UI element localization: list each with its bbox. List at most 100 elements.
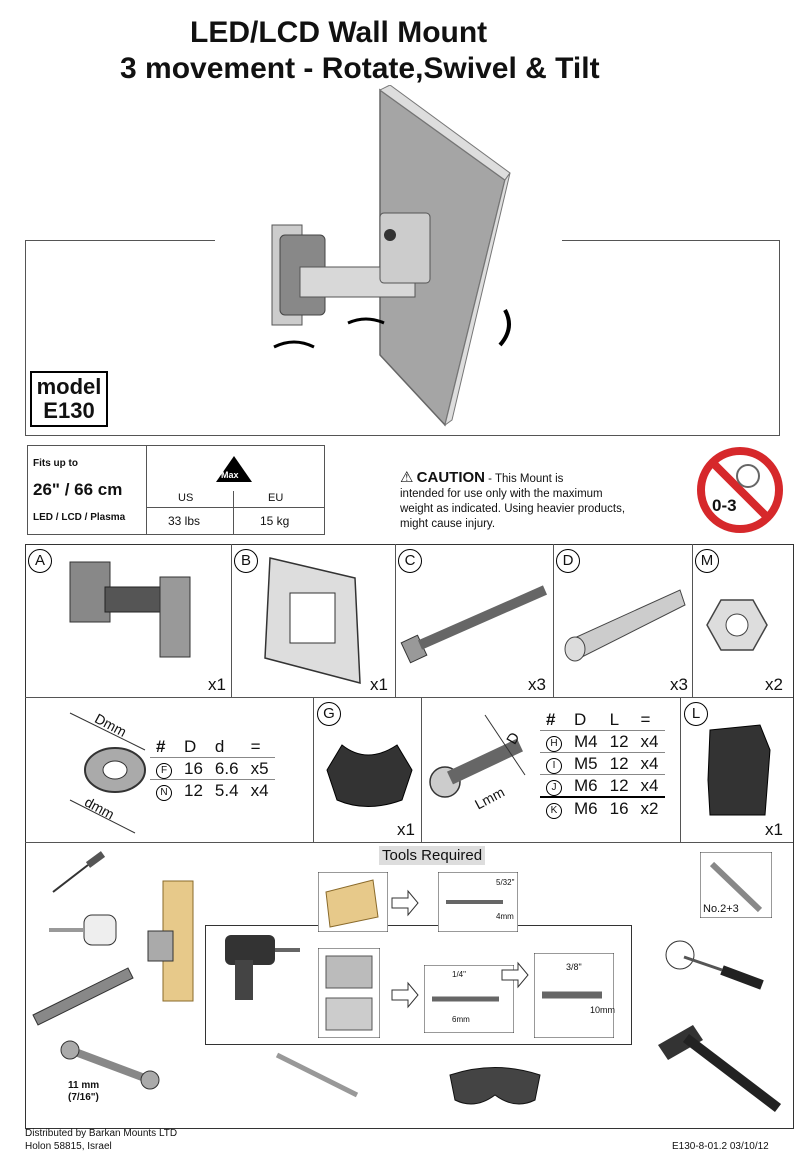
table-row: J M6 12 x4 xyxy=(540,774,665,798)
div-cd xyxy=(553,544,554,697)
fits-label: Fits up to xyxy=(33,458,78,469)
screw-cell: 16 xyxy=(609,798,629,818)
table-row: K M6 16 x2 xyxy=(540,797,665,819)
caution-text-2: intended for use only with the maximum w… xyxy=(400,488,626,530)
screw-cell: x2 xyxy=(640,798,659,818)
screwdriver-tip-inset xyxy=(700,852,772,918)
concrete-blocks-icon xyxy=(318,948,380,1038)
washer-cell: 6.6 xyxy=(214,758,239,778)
part-b-qty: x1 xyxy=(370,675,388,694)
row1-bottom xyxy=(25,697,793,698)
awl-icon xyxy=(52,851,106,893)
screw-header-L: L xyxy=(609,710,620,729)
washer-diagram xyxy=(69,712,146,834)
drill-bit-concrete-small xyxy=(424,965,514,1033)
parts-grid xyxy=(25,544,794,1129)
spec-row-line xyxy=(146,507,324,508)
age-label: 0-3 xyxy=(712,496,737,515)
hero-line-left xyxy=(25,240,215,241)
caution-heading: CAUTION xyxy=(416,469,485,486)
spec-table: Fits up to 26" / 66 cm LED / LCD / Plasm… xyxy=(27,445,325,535)
bit1-size-a: 5/32" xyxy=(496,878,515,887)
screw-row-id: J xyxy=(546,780,562,796)
wood-stud-icon xyxy=(147,880,194,1002)
hero-line-right xyxy=(562,240,780,241)
washer-table: # D d = F 16 6.6 x5 N 12 5.4 x4 xyxy=(150,737,275,801)
part-a-qty: x1 xyxy=(208,675,226,694)
eu-value: 15 kg xyxy=(260,514,290,528)
div-ab xyxy=(231,544,232,697)
screwdriver-size: No.2+3 xyxy=(703,903,739,915)
part-l-qty: x1 xyxy=(765,820,783,839)
screw-cell: M6 xyxy=(574,798,598,818)
table-row: I M5 12 x4 xyxy=(540,752,665,775)
screw-cell: x4 xyxy=(640,753,659,773)
screw-cell: M6 xyxy=(574,775,598,795)
types-value: LED / LCD / Plasma xyxy=(33,512,126,523)
drill-icon xyxy=(225,935,300,1000)
washer-row-id: F xyxy=(156,763,172,779)
div-g-screws xyxy=(421,697,422,842)
bit3-size-b: 10mm xyxy=(590,1005,616,1015)
weight-icon xyxy=(216,456,252,482)
part-g-clip xyxy=(326,744,413,807)
div-washer-g xyxy=(313,697,314,842)
weight-badge: Max xyxy=(221,470,239,480)
no-children-icon xyxy=(697,447,783,533)
screw-row-id: K xyxy=(546,803,562,819)
div-bc xyxy=(395,544,396,697)
bit2-size-a: 1/4" xyxy=(452,970,466,979)
part-a-letter: A xyxy=(28,549,52,573)
bit3-size-a: 3/8" xyxy=(566,962,582,972)
model-label: model xyxy=(36,374,102,399)
arrow-right-icon xyxy=(391,889,419,917)
spec-divider xyxy=(146,446,147,534)
drill-bit-wood xyxy=(438,872,518,932)
screw-header-qty: = xyxy=(640,710,651,729)
part-d-qty: x3 xyxy=(670,675,688,694)
caution-text-1: - This Mount is xyxy=(484,473,564,485)
wood-board-icon xyxy=(318,872,388,932)
safety-goggles-icon xyxy=(449,1067,541,1105)
bit2-size-b: 6mm xyxy=(452,1015,470,1024)
screw-row-id: I xyxy=(546,758,562,774)
hammer-icon xyxy=(658,1025,782,1112)
screw-diagram xyxy=(429,714,526,798)
part-c-lag-screw xyxy=(400,585,548,664)
size-value: 26" / 66 cm xyxy=(33,480,123,499)
hero-line-left-vert xyxy=(25,240,26,435)
screw-cell: 12 xyxy=(609,731,629,751)
bit1-size-b: 4mm xyxy=(496,912,514,921)
washer-cell: 16 xyxy=(184,758,203,778)
part-m-nut xyxy=(706,599,768,651)
drill-bit-concrete-large xyxy=(534,953,614,1038)
tools-title: Tools Required xyxy=(379,846,486,865)
eu-label: EU xyxy=(268,492,284,504)
washer-cell: x4 xyxy=(250,780,269,800)
washer-header-hash: # xyxy=(156,737,166,756)
screw-table: # D L = H M4 12 x4 I M5 12 x4 J M6 12 x4… xyxy=(540,710,665,819)
washer-header-D: D xyxy=(184,737,197,756)
title-line-1: LED/LCD Wall Mount xyxy=(190,16,488,49)
part-b-plate xyxy=(264,557,361,684)
screwdriver-icon xyxy=(665,940,764,990)
drill-frame xyxy=(205,925,632,1045)
screw-cell: x4 xyxy=(640,731,659,751)
hero-line-bottom xyxy=(25,435,780,436)
screw-cell: x4 xyxy=(640,775,659,795)
washer-cell: 12 xyxy=(184,780,203,800)
part-m-letter: M xyxy=(695,549,719,573)
part-d-anchor xyxy=(564,589,686,662)
tape-measure-icon xyxy=(49,914,117,946)
wrench-size-imperial: (7/16") xyxy=(68,1092,99,1103)
washer-cell: x5 xyxy=(250,758,269,778)
part-a-mount-arm xyxy=(69,561,191,658)
us-label: US xyxy=(178,492,194,504)
screw-row-id: H xyxy=(546,736,562,752)
screw-header-hash: # xyxy=(546,710,556,729)
table-row: H M4 12 x4 xyxy=(540,730,665,753)
model-box: model E130 xyxy=(30,371,108,427)
footer-distributor: Distributed by Barkan Mounts LTD xyxy=(25,1128,178,1139)
screw-cell: 12 xyxy=(609,775,629,795)
table-row: # D L = xyxy=(540,710,665,731)
